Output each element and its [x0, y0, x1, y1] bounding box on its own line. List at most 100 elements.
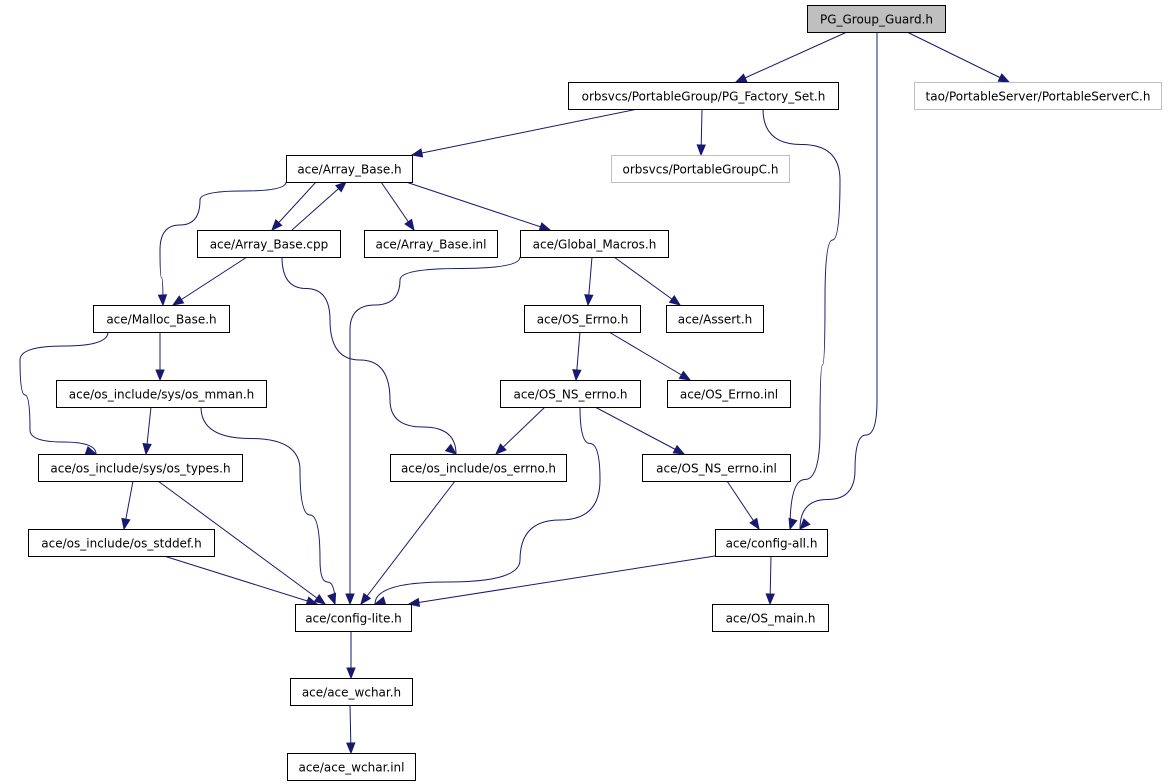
node-os_errno_inl[interactable]: ace/OS_Errno.inl — [667, 380, 791, 408]
node-portableserverc[interactable]: tao/PortableServer/PortableServerC.h — [914, 82, 1162, 110]
node-malloc_base[interactable]: ace/Malloc_Base.h — [93, 305, 230, 333]
edge-array_base_cpp-to-os_include_errno — [281, 256, 458, 455]
node-label: ace/ace_wchar.h — [302, 686, 401, 700]
node-global_macros[interactable]: ace/Global_Macros.h — [520, 230, 669, 258]
edge-line — [762, 108, 841, 530]
node-box — [611, 155, 790, 183]
node-box — [286, 155, 413, 183]
node-pg_factory_set[interactable]: orbsvcs/PortableGroup/PG_Factory_Set.h — [568, 82, 839, 110]
edge-os_errno_h-to-os_errno_inl — [608, 331, 692, 381]
node-box — [807, 5, 946, 33]
arrowhead-icon — [346, 742, 356, 755]
arrowhead-icon — [696, 144, 706, 157]
node-portablegroupc[interactable]: orbsvcs/PortableGroupC.h — [611, 155, 790, 183]
node-box — [38, 454, 243, 482]
edge-line — [200, 406, 336, 605]
edge-os_types-to-os_stddef — [121, 480, 134, 531]
edge-os_ns_errno_h-to-config_lite — [373, 406, 601, 606]
arrowhead-icon — [749, 517, 760, 531]
edges-layer — [19, 31, 1011, 755]
edge-os_mman-to-os_types — [142, 406, 152, 456]
arrowhead-icon — [678, 370, 692, 381]
arrowhead-icon — [360, 592, 372, 606]
arrowhead-icon — [327, 592, 337, 606]
arrowhead-icon — [157, 294, 168, 307]
arrowhead-icon — [346, 667, 356, 680]
node-config_all[interactable]: ace/config-all.h — [715, 529, 828, 557]
edge-array_base_h-to-malloc_base — [157, 181, 287, 307]
edge-pg_group_guard-to-pg_factory_set — [734, 31, 848, 83]
node-ace_wchar_h[interactable]: ace/ace_wchar.h — [290, 678, 413, 706]
edge-os_ns_errno_h-to-os_include_errno — [495, 406, 546, 455]
edge-pg_group_guard-to-portableserverc — [906, 31, 1011, 83]
node-assert_h[interactable]: ace/Assert.h — [666, 305, 764, 333]
arrowhead-icon — [271, 219, 283, 231]
node-box — [712, 604, 829, 632]
node-os_ns_errno_inl[interactable]: ace/OS_NS_errno.inl — [642, 454, 791, 482]
node-box — [642, 454, 791, 482]
edge-line — [405, 181, 551, 231]
node-array_base_inl[interactable]: ace/Array_Base.inl — [364, 230, 498, 258]
edge-global_macros-to-assert_h — [613, 256, 682, 306]
node-box — [715, 529, 828, 557]
node-box — [666, 305, 764, 333]
arrowhead-icon — [410, 148, 424, 158]
edge-array_base_h-to-array_base_cpp — [271, 181, 317, 231]
node-label: ace/ace_wchar.inl — [298, 761, 404, 775]
node-pg_group_guard[interactable]: PG_Group_Guard.h — [807, 5, 946, 33]
edge-global_macros-to-os_errno_h — [584, 256, 594, 307]
edge-os_ns_errno_inl-to-config_all — [726, 480, 760, 531]
node-label: ace/os_include/sys/os_mman.h — [69, 388, 255, 402]
edge-line — [159, 181, 287, 306]
arrowhead-icon — [538, 222, 552, 232]
node-array_base_h[interactable]: ace/Array_Base.h — [286, 155, 413, 183]
edge-os_stddef-to-config_lite — [163, 555, 319, 606]
node-os_types[interactable]: ace/os_include/sys/os_types.h — [38, 454, 243, 482]
node-box — [500, 380, 641, 408]
node-ace_wchar_inl[interactable]: ace/ace_wchar.inl — [287, 753, 416, 781]
arrowhead-icon — [672, 444, 686, 455]
node-label: orbsvcs/PortableGroupC.h — [623, 163, 779, 177]
node-os_errno_h[interactable]: ace/OS_Errno.h — [524, 305, 641, 333]
node-label: ace/Assert.h — [678, 313, 753, 327]
node-os_main[interactable]: ace/OS_main.h — [712, 604, 829, 632]
edge-array_base_cpp-to-array_base_h — [291, 181, 348, 231]
node-label: orbsvcs/PortableGroup/PG_Factory_Set.h — [582, 90, 826, 104]
edge-array_base_h-to-global_macros — [405, 181, 552, 232]
edge-array_base_h-to-array_base_inl — [380, 181, 415, 232]
node-label: ace/config-lite.h — [305, 612, 402, 626]
node-label: tao/PortableServer/PortableServerC.h — [926, 90, 1151, 104]
node-os_stddef[interactable]: ace/os_include/os_stddef.h — [28, 529, 215, 557]
edge-os_errno_h-to-os_ns_errno_h — [572, 331, 582, 382]
edge-line — [157, 480, 326, 605]
node-label: ace/OS_Errno.h — [537, 313, 629, 327]
edge-line — [906, 31, 1010, 83]
edge-pg_factory_set-to-config_all — [762, 108, 841, 531]
node-os_mman[interactable]: ace/os_include/sys/os_mman.h — [56, 380, 267, 408]
node-label: ace/OS_main.h — [726, 612, 816, 626]
node-os_ns_errno_h[interactable]: ace/OS_NS_errno.h — [500, 380, 641, 408]
edge-line — [19, 331, 109, 455]
arrowhead-icon — [572, 369, 582, 382]
node-label: ace/os_include/os_stddef.h — [41, 537, 201, 551]
edge-line — [608, 331, 691, 381]
node-box — [364, 230, 498, 258]
arrowhead-icon — [997, 73, 1011, 83]
edge-array_base_cpp-to-malloc_base — [171, 256, 248, 306]
node-box — [197, 230, 341, 258]
arrowhead-icon — [788, 517, 798, 531]
node-array_base_cpp[interactable]: ace/Array_Base.cpp — [197, 230, 341, 258]
node-box — [28, 529, 215, 557]
arrowhead-icon — [668, 294, 682, 306]
edge-os_types-to-config_lite — [157, 480, 327, 605]
edge-os_include_errno-to-config_lite — [360, 480, 456, 606]
arrowhead-icon — [444, 443, 458, 455]
arrowhead-icon — [584, 294, 594, 307]
node-box — [390, 454, 567, 482]
node-config_lite[interactable]: ace/config-lite.h — [295, 604, 412, 632]
node-box — [290, 678, 413, 706]
node-os_include_errno[interactable]: ace/os_include/os_errno.h — [390, 454, 567, 482]
edge-os_mman-to-config_lite — [200, 406, 337, 606]
node-box — [295, 604, 412, 632]
edge-line — [291, 181, 347, 231]
